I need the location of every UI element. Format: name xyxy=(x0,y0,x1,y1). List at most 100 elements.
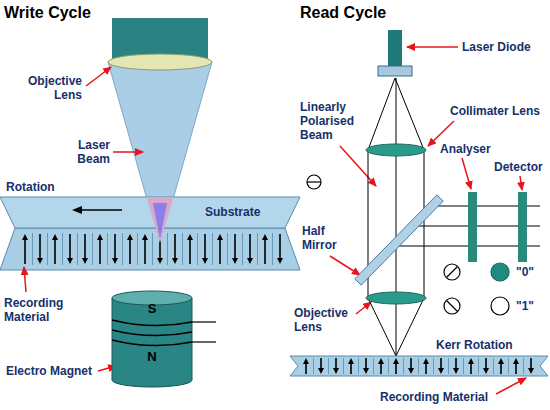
domain-divider xyxy=(373,358,374,374)
domain-divider xyxy=(358,358,359,374)
domain-arrow xyxy=(333,368,339,374)
domain-arrow xyxy=(410,358,412,369)
coil-winding xyxy=(112,340,192,346)
domain-arrow xyxy=(37,258,43,264)
domain-arrow xyxy=(363,368,369,374)
domain-arrow xyxy=(515,363,517,374)
part-label: Laser Beam xyxy=(62,138,110,166)
domain-arrow xyxy=(483,368,489,374)
beam-line xyxy=(395,78,424,150)
domain-divider xyxy=(212,233,213,265)
leader-line xyxy=(407,46,458,48)
part-label: Recording Material xyxy=(380,390,488,404)
domain-arrows xyxy=(303,358,534,374)
polarisation-symbols xyxy=(307,175,509,315)
domain-arrow xyxy=(189,239,191,264)
domain-arrow xyxy=(438,368,444,374)
domain-divider xyxy=(493,358,494,374)
part-label: Objective Lens xyxy=(294,306,356,334)
domain-arrow xyxy=(112,258,118,264)
recording-material-band xyxy=(0,228,300,270)
domain-arrow xyxy=(425,363,427,374)
domain-arrow xyxy=(97,234,103,240)
domain-arrow xyxy=(52,234,58,240)
part-label: "1" xyxy=(516,299,534,313)
domain-arrow xyxy=(468,358,474,364)
domain-arrow xyxy=(144,239,146,264)
coil-winding xyxy=(112,330,192,336)
part-label: Linearly Polarised Beam xyxy=(300,100,364,142)
part-label: Collimater Lens xyxy=(450,104,540,118)
pole-label: N xyxy=(100,350,204,364)
domain-arrow xyxy=(453,368,459,374)
part-label: Rotation xyxy=(6,180,55,194)
domain-arrow xyxy=(378,358,384,364)
part-label: Objective Lens xyxy=(20,74,82,102)
domain-arrow xyxy=(204,234,206,259)
domain-arrow xyxy=(264,239,266,264)
coil-wire xyxy=(192,321,216,322)
polarisation-symbol xyxy=(447,301,458,312)
domain-divider xyxy=(388,358,389,374)
domain-divider xyxy=(77,233,78,265)
domain-arrow xyxy=(455,358,457,369)
leader-line xyxy=(520,176,522,190)
domain-arrow xyxy=(513,358,519,364)
domain-divider xyxy=(448,358,449,374)
domain-divider xyxy=(328,358,329,374)
domain-divider xyxy=(47,233,48,265)
part-label: Laser Diode xyxy=(462,40,531,54)
domain-divider xyxy=(523,358,524,374)
domain-arrow xyxy=(129,239,131,264)
domain-divider xyxy=(227,233,228,265)
domain-divider xyxy=(403,358,404,374)
domain-divider xyxy=(242,233,243,265)
half-mirror xyxy=(355,195,443,285)
domain-divider xyxy=(152,233,153,265)
domain-arrow xyxy=(528,368,534,374)
domain-arrow xyxy=(395,363,397,374)
leader-line xyxy=(496,378,526,394)
domain-divider xyxy=(107,233,108,265)
beam-line xyxy=(424,150,425,298)
electro-magnet-shape xyxy=(100,288,225,388)
domain-arrow xyxy=(440,358,442,369)
beam-axis xyxy=(396,78,397,356)
detector-state-dark xyxy=(491,263,509,281)
leader-line xyxy=(330,256,360,275)
pole-label: S xyxy=(100,302,204,316)
leader-line xyxy=(356,302,371,314)
part-label: Half Mirror xyxy=(302,224,346,252)
domain-arrow xyxy=(217,234,223,240)
polarisation-symbol xyxy=(307,175,321,189)
domain-arrow xyxy=(202,258,208,264)
laser-diode xyxy=(388,30,402,66)
domain-divider xyxy=(343,358,344,374)
objective-lens xyxy=(366,292,426,304)
domain-arrow xyxy=(99,239,101,264)
beam-line xyxy=(368,78,395,150)
domain-divider xyxy=(137,233,138,265)
rotation-arrow xyxy=(72,206,82,214)
domain-divider xyxy=(508,358,509,374)
domain-divider xyxy=(418,358,419,374)
domain-arrow xyxy=(485,358,487,369)
domain-arrow xyxy=(380,363,382,374)
domain-arrow xyxy=(279,234,281,259)
part-label: "0" xyxy=(516,265,534,279)
domain-arrow xyxy=(500,363,502,374)
coil-winding xyxy=(112,320,192,326)
objective-lens xyxy=(108,54,212,70)
magnet-body xyxy=(192,298,193,380)
detector-state-light xyxy=(491,297,509,315)
domain-divider xyxy=(197,233,198,265)
domain-divider xyxy=(167,233,168,265)
domain-arrow xyxy=(350,363,352,374)
domain-arrow xyxy=(305,363,307,374)
section-heading: Read Cycle xyxy=(300,3,386,22)
domain-divider xyxy=(478,358,479,374)
part-label: Detector xyxy=(494,160,543,174)
domain-arrow xyxy=(365,358,367,369)
electro-magnet: SN xyxy=(100,288,225,388)
polarisation-symbol xyxy=(307,181,321,182)
